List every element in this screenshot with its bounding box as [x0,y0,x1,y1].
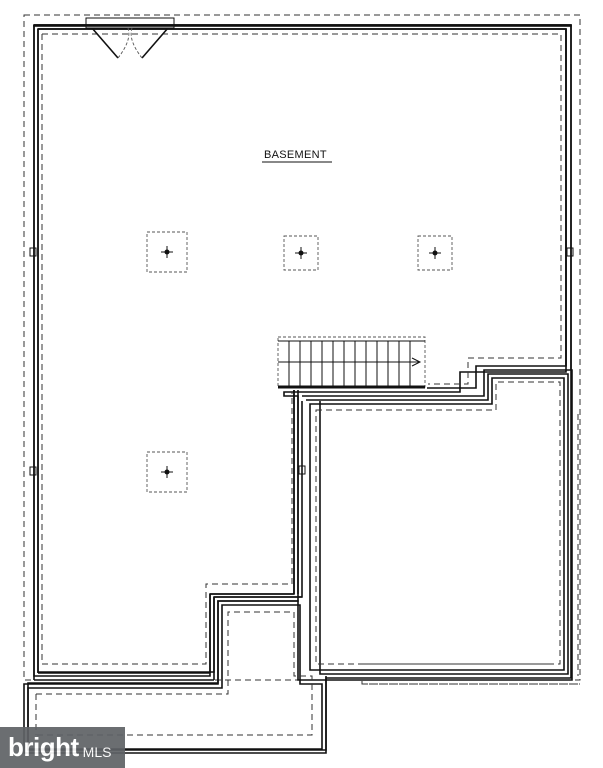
right-room-wall-inner [306,373,569,675]
door-leaf-left [91,27,119,59]
watermark-brand: bright [8,732,79,762]
watermark-logo: bright MLS [0,727,125,768]
door-frame [85,17,175,29]
wall-marker-west-lower [29,466,37,476]
door-swing-right [130,27,143,59]
lower-room-wall-inner [27,604,323,750]
column-1 [146,231,188,273]
right-room-dashed [315,381,561,665]
main-room-inner-wall [38,28,567,389]
wall-marker-west-upper [29,247,37,257]
lower-room-dashed [36,611,313,736]
wall-marker-center [298,465,306,475]
right-room-wall-outer [302,369,573,681]
stair-arrowhead-icon [411,357,422,367]
column-3 [417,235,453,271]
room-label-basement: BASEMENT [264,149,327,161]
door-swing-left [117,27,130,59]
door-leaf-right [141,27,169,59]
exterior-wall-outer-line [33,25,295,677]
staircase [277,336,426,389]
wall-marker-east-upper [566,247,574,257]
column-2 [283,235,319,271]
column-4 [146,451,188,493]
watermark-suffix: MLS [82,743,112,760]
right-room-second-line [309,377,565,671]
main-room-dashed-finish [42,33,562,385]
main-room-dashed-west [41,34,293,665]
